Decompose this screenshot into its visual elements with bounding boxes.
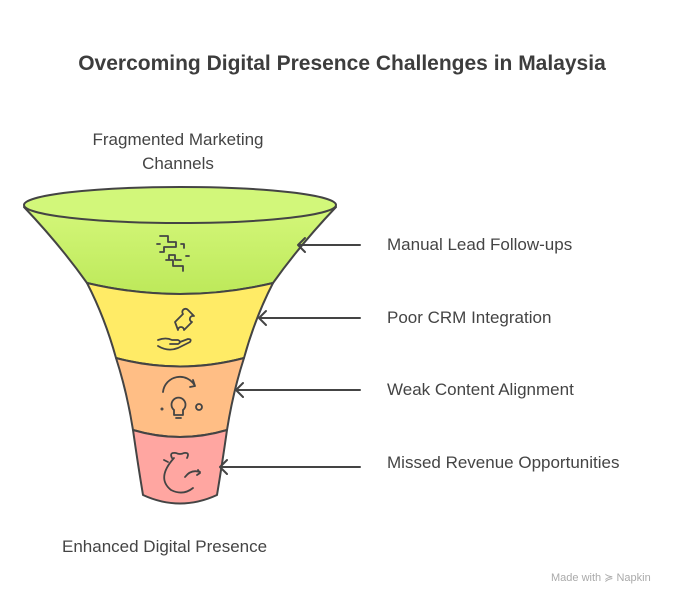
arrow-3 (235, 382, 361, 398)
puzzle-hand-icon (157, 307, 195, 351)
stage-label-4: Missed Revenue Opportunities (387, 453, 620, 472)
funnel-rim (23, 186, 337, 224)
funnel-band-4 (132, 429, 228, 505)
funnel-bottom-label: Enhanced Digital Presence (62, 537, 268, 556)
flowchart-icon (156, 235, 190, 272)
lightbulb-icon (160, 375, 203, 419)
funnel-band-2 (86, 282, 274, 368)
stage-label-3: Weak Content Alignment (387, 380, 574, 399)
diagram-title: Overcoming Digital Presence Challenges i… (78, 52, 606, 75)
napkin-credit: Made with ≽ Napkin (551, 572, 651, 584)
money-bag-icon (163, 451, 201, 494)
stage-label-2: Poor CRM Integration (387, 308, 552, 327)
funnel-top-label: Fragmented Marketing Channels (92, 130, 264, 173)
arrow-2 (258, 310, 361, 326)
arrow-1 (297, 237, 361, 253)
arrow-4 (219, 459, 361, 475)
stage-label-1: Manual Lead Follow-ups (387, 235, 573, 254)
